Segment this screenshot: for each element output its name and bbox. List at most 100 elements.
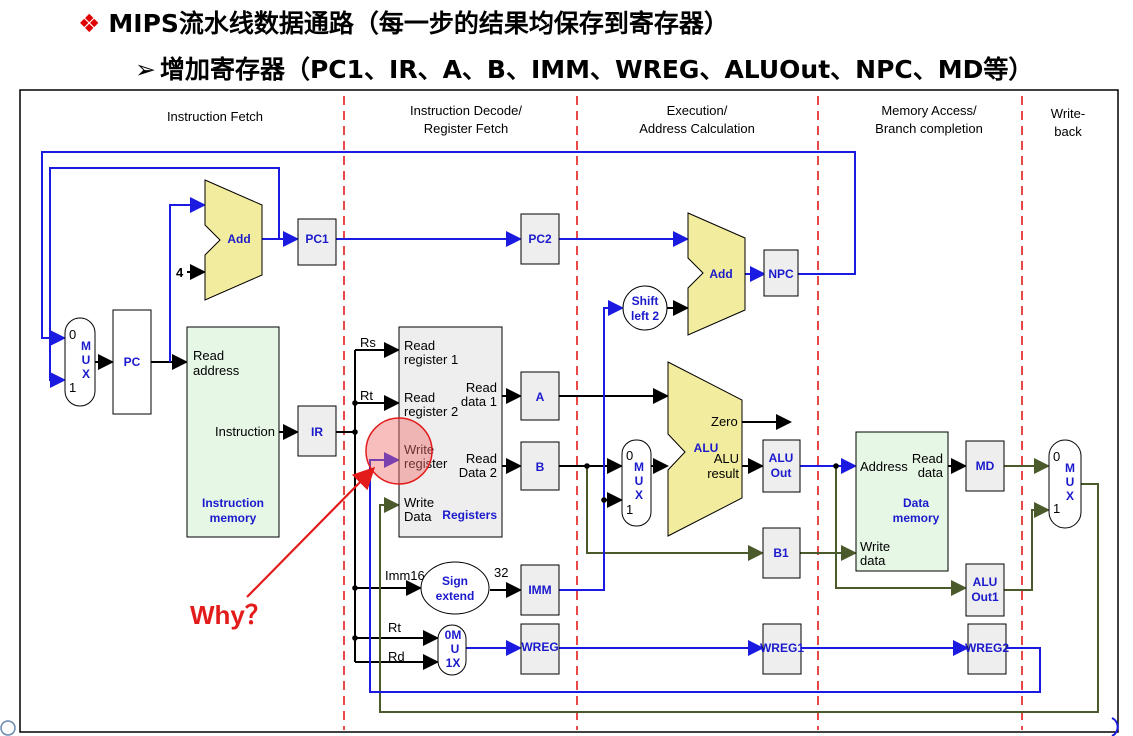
regfile-rd2-label: Data 2 [459,465,497,480]
a-label: A [536,390,545,404]
pc-adder-label: Add [227,232,250,246]
pc1-feedback-wire [49,167,280,388]
mux-input-0: 0 [1053,449,1060,464]
pc1-register [297,218,337,266]
writeback-reg-wire [369,452,1041,693]
alu-result-label: result [707,466,739,481]
aluout1-register [965,563,1005,617]
wreg-register [520,623,560,675]
mux-label: M [81,339,91,353]
mux-input-1: 1 [69,380,76,395]
wreg2-register [967,623,1007,675]
b-label: B [536,460,545,474]
pc2-label: PC2 [528,232,552,246]
imm16-label: Imm16 [385,568,425,583]
wreg-label: WREG [521,640,558,654]
dmem-read-label: Read [912,451,943,466]
sign-extend-label: Sign [442,574,468,588]
stage-decode-label: Instruction Decode/ [410,103,522,118]
dmem-address-label: Address [860,459,908,474]
pc1-label: PC1 [305,232,329,246]
diagram-frame [19,89,1119,733]
branch-adder [687,212,746,336]
diamond-bullet-icon: ❖ [78,9,101,38]
aluout-label: Out [771,466,792,480]
alu-unit [667,361,743,537]
stage-wb-label: back [1054,124,1082,139]
stage-decode-label: Register Fetch [424,121,509,136]
mux-label: M [634,460,644,474]
junction-dot [601,497,607,503]
mux-input-0: 0 [69,327,76,342]
dmem-read-label: data [918,465,944,480]
regfile-wd-label: Data [404,509,432,524]
md-label: MD [976,459,995,473]
npc-feedback-wire [41,151,856,346]
regfile-wd-label: Write [404,495,434,510]
data-memory [855,431,949,572]
writeback-data-wire [379,483,1099,713]
b-register [520,441,560,491]
regfile-rd1-label: Read [466,380,497,395]
rs-label: Rs [360,335,376,350]
regdst-mux-label: 0M [445,628,462,642]
shift-left-unit [622,285,668,331]
mux-label: M [1065,461,1075,475]
a-register [520,371,560,421]
pc-label: PC [124,355,141,369]
junction-dot [352,585,358,591]
why-arrow [246,466,376,598]
wreg2-label: WREG2 [965,641,1009,655]
dmem-write-label: data [860,553,886,568]
slide-subtitle: ➢增加寄存器（PC1、IR、A、B、IMM、WREG、ALUOut、NPC、MD… [135,50,1033,86]
page-corner-icon [1111,717,1119,736]
dmem-write-label: Write [860,539,890,554]
regfile-wr-label: Write [404,442,434,457]
md-register [965,440,1005,492]
regdst-mux-label: 1X [446,656,461,670]
pc2-register [520,213,560,265]
regdst-mux [437,624,467,676]
pc-register [112,309,152,415]
stage-mem-label: Memory Access/ [881,103,977,118]
b-b1-wire [586,466,764,561]
highlight-circle [365,417,433,485]
regfile-rr1-label: register 1 [404,352,458,367]
aluout-register [762,439,801,493]
rd-label: Rd [388,649,405,664]
rt-label: Rt [360,388,373,403]
b1-register [762,527,801,579]
pc-add-wire [169,197,206,362]
junction-dot [584,463,590,469]
branch-adder-label: Add [709,267,732,281]
imm-register [520,564,560,616]
stage-fetch-label: Instruction Fetch [167,109,263,124]
b1-label: B1 [773,546,789,560]
why-annotation: Why？ [190,600,271,630]
imem-name: memory [210,511,257,525]
register-file [398,326,503,538]
imem-name: Instruction [202,496,264,510]
mux-label: U [82,353,91,367]
slide-title-text: MIPS流水线数据通路（每一步的结果均保存到寄存器） [108,9,729,38]
stage-mem-label: Branch completion [875,121,983,136]
pc-adder [204,179,263,301]
const-four-label: 4 [176,265,184,280]
sign-extend-label: extend [436,589,475,603]
wreg1-label: WREG1 [760,641,804,655]
mux-input-1: 1 [1053,501,1060,516]
dmem-name: Data [903,496,929,510]
stage-exec-label: Address Calculation [639,121,755,136]
imem-read-label: Read [193,348,224,363]
regfile-rr1-label: Read [404,338,435,353]
mux-input-0: 0 [626,448,633,463]
mux-label: X [82,367,90,381]
logo-icon [0,720,16,736]
slide-subtitle-text: 增加寄存器（PC1、IR、A、B、IMM、WREG、ALUOut、NPC、MD等… [159,55,1034,84]
regfile-rr2-label: Read [404,390,435,405]
regdst-mux-label: U [451,642,460,656]
imm-label: IMM [528,583,551,597]
aluout-aluout1-wire [835,466,967,596]
regfile-name: Registers [442,508,497,522]
mux-label: U [1066,475,1075,489]
